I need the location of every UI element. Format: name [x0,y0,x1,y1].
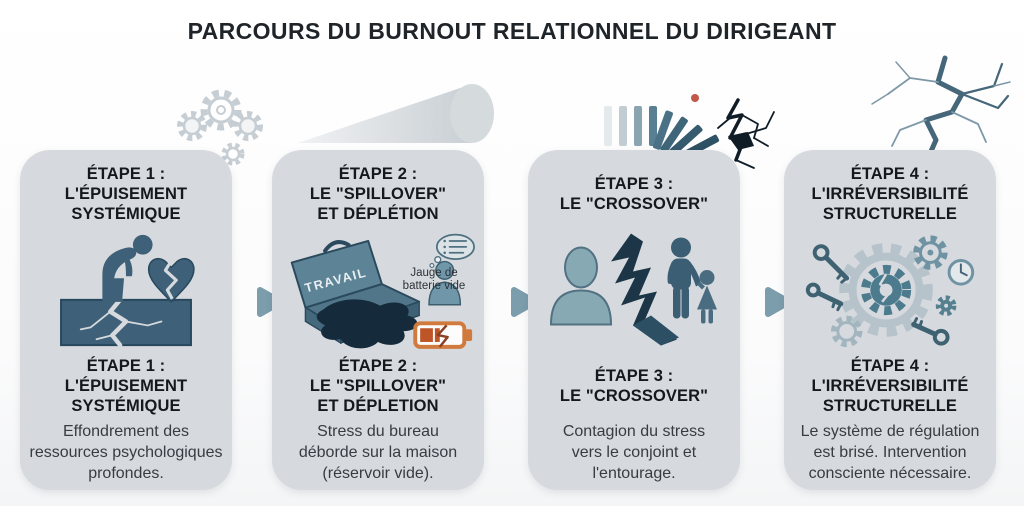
step-card-4: ÉTAPE 4 : L'IRRÉVERSIBILITÉ STRUCTURELLE [784,150,996,490]
step1-description: Effondrement des ressources psychologiqu… [29,423,223,482]
step1-top-title: ÉTAPE 1 : L'ÉPUISEMENT SYSTÉMIQUE [64,165,188,223]
slumped-person-broken-heart-cracked-ground-icon [26,227,226,353]
step-card-3: ÉTAPE 3 : LE "CROSSOVER" [528,150,740,490]
page-title: PARCOURS DU BURNOUT RELATIONNEL DU DIRIG… [187,18,837,44]
cone-icon [298,84,494,143]
broken-gears-keys-clock-icon [790,227,990,353]
step-card-1: ÉTAPE 1 : L'ÉPUISEMENT SYSTÉMIQUE [20,150,232,490]
briefcase-spill-empty-battery-icon: TRAVAIL Jauge de batter [278,227,478,353]
step2-bottom-title: ÉTAPE 2 : LE "SPILLOVER" ET DÉPLETION [309,357,447,415]
step4-bottom-title: ÉTAPE 4 : L'IRRÉVERSIBILITÉ STRUCTURELLE [811,357,969,415]
red-dot [691,94,699,102]
step3-description: Contagion du stress vers le conjoint et … [562,423,706,482]
step3-top-title: ÉTAPE 3 : LE "CROSSOVER" [559,175,709,213]
step-card-2: ÉTAPE 2 : LE "SPILLOVER" ET DÉPLÉTION TR… [272,150,484,490]
step2-description: Stress du bureau déborde sur la maison (… [298,423,458,482]
falling-dominoes-icon [604,94,775,169]
step2-top-title: ÉTAPE 2 : LE "SPILLOVER" ET DÉPLÉTION [309,165,447,223]
large-crack-icon [871,55,1011,161]
gears-icon [177,89,263,166]
step1-bottom-title: ÉTAPE 1 : L'ÉPUISEMENT SYSTÉMIQUE [64,357,188,415]
step3-bottom-title: ÉTAPE 3 : LE "CROSSOVER" [559,367,709,405]
step4-description: Le système de régulation est brisé. Inte… [800,423,980,482]
step4-top-title: ÉTAPE 4 : L'IRRÉVERSIBILITÉ STRUCTURELLE [811,165,969,223]
battery-gauge-label: Jauge de batterie vide [402,267,466,292]
person-crack-family-icon [534,227,734,353]
small-crack-icon [717,98,775,169]
